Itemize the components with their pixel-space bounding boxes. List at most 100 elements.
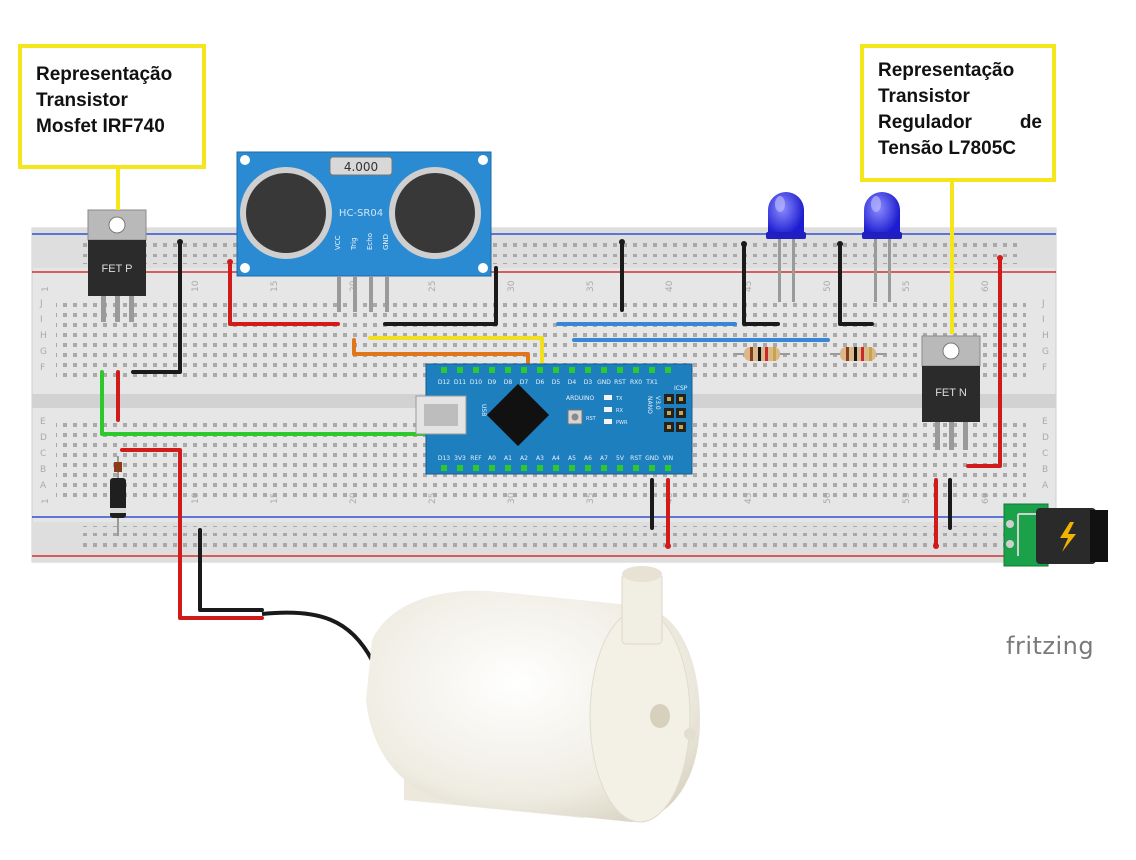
arduino-led: [604, 395, 612, 400]
arduino-pin-label: A5: [568, 455, 576, 462]
callout-left-line-1: Representação: [36, 64, 173, 85]
arduino-pin-label: D6: [536, 379, 545, 386]
arduino-pin: [617, 367, 623, 373]
arduino-pin-label: D13: [438, 455, 450, 462]
column-number: 30: [507, 492, 517, 504]
callout-right-line-4: Tensão L7805C: [878, 138, 1016, 159]
sensor-pin-label: Trig: [350, 237, 358, 251]
arduino-pin: [473, 367, 479, 373]
column-number: 15: [270, 281, 280, 292]
dc-power-jack: [1003, 503, 1108, 567]
arduino-pin-label: D7: [520, 379, 529, 386]
arduino-pin: [633, 367, 639, 373]
row-letter: B: [40, 465, 46, 475]
arduino-led-label: TX: [615, 396, 623, 402]
svg-text:FET P: FET P: [102, 263, 133, 275]
arduino-pin-label: A4: [552, 455, 560, 462]
arduino-led-label: RX: [616, 408, 623, 414]
callout-regulator-l7805c: Representação Transistor Regulador de Te…: [860, 44, 1056, 182]
column-number: 60: [981, 280, 991, 292]
arduino-pin: [617, 465, 623, 471]
arduino-pin: [665, 367, 671, 373]
arduino-pin: [489, 465, 495, 471]
arduino-pin-label: D11: [454, 379, 466, 386]
breadboard-labels: 1010151520202525303035354040454550505555…: [39, 280, 1049, 504]
arduino-pin: [505, 465, 511, 471]
row-letter: J: [39, 299, 43, 309]
icsp-pin-contact: [667, 397, 671, 401]
row-letter: G: [40, 347, 47, 357]
arduino-pin: [457, 465, 463, 471]
column-number: 1: [41, 498, 51, 504]
arduino-pin: [585, 367, 591, 373]
lightning-icon: [1060, 522, 1076, 552]
column-number: 15: [270, 493, 280, 504]
svg-text:ARDUINO: ARDUINO: [566, 395, 595, 402]
led-left: [766, 192, 806, 302]
fritzing-watermark: fritzing: [1006, 632, 1095, 660]
column-number: 45: [744, 493, 754, 504]
arduino-pin-label: GND: [597, 379, 611, 386]
arduino-pin: [649, 465, 655, 471]
sensor-pin-label: Echo: [366, 233, 374, 250]
arduino-pin-label: RST: [630, 455, 642, 462]
arduino-pin: [633, 465, 639, 471]
svg-text:NANO: NANO: [646, 396, 653, 414]
column-number: 60: [981, 492, 991, 504]
svg-text:FET N: FET N: [935, 387, 967, 399]
column-number: 1: [41, 286, 51, 292]
column-number: 10: [191, 280, 201, 292]
icsp-pin-contact: [667, 411, 671, 415]
arduino-pin: [553, 367, 559, 373]
row-letter: A: [1042, 481, 1049, 491]
row-letter: J: [1041, 299, 1045, 309]
arduino-pin: [521, 465, 527, 471]
arduino-pin-label: A2: [520, 455, 528, 462]
row-letter: H: [1042, 331, 1049, 341]
column-number: 20: [349, 492, 359, 504]
column-number: 25: [428, 493, 438, 504]
arduino-pin: [441, 465, 447, 471]
arduino-pin-label: GND: [645, 455, 659, 462]
row-letter: C: [40, 449, 46, 459]
arduino-led-label: PWR: [616, 420, 628, 426]
callout-left-line-2: Transistor: [36, 90, 128, 111]
sensor-pin-label: VCC: [334, 235, 342, 250]
arduino-pin: [537, 367, 543, 373]
arduino-pin: [665, 465, 671, 471]
mosfet-p: FET P: [87, 209, 147, 322]
column-number: 10: [191, 492, 201, 504]
column-number: 50: [823, 280, 833, 292]
svg-text:ICSP: ICSP: [674, 385, 688, 392]
column-number: 50: [823, 492, 833, 504]
column-number: 45: [744, 281, 754, 292]
arduino-pin: [521, 367, 527, 373]
arduino-pin: [601, 367, 607, 373]
icsp-pin-contact: [679, 397, 683, 401]
column-number: 35: [586, 493, 596, 504]
svg-text:USB: USB: [480, 404, 487, 416]
icsp-pin-contact: [679, 425, 683, 429]
arduino-pin-label: A3: [536, 455, 544, 462]
row-letter: H: [40, 331, 47, 341]
arduino-pin: [473, 465, 479, 471]
callout-right-line-2: Transistor: [878, 86, 970, 107]
row-letter: D: [1042, 433, 1049, 443]
row-letter: E: [1042, 417, 1048, 427]
callout-right-line-1: Representação: [878, 60, 1015, 81]
column-number: 40: [665, 280, 675, 292]
column-number: 35: [586, 281, 596, 292]
arduino-pin: [649, 367, 655, 373]
row-letter: A: [40, 481, 47, 491]
arduino-pin-label: 3V3: [454, 455, 466, 462]
arduino-led: [604, 419, 612, 424]
row-letter: G: [1042, 347, 1049, 357]
arduino-pin-label: REF: [470, 455, 482, 462]
arduino-pin-label: TX1: [645, 379, 658, 386]
arduino-pin-label: RST: [614, 379, 626, 386]
row-letter: B: [1042, 465, 1048, 475]
arduino-pin-label: A7: [600, 455, 608, 462]
icsp-pin-contact: [667, 425, 671, 429]
